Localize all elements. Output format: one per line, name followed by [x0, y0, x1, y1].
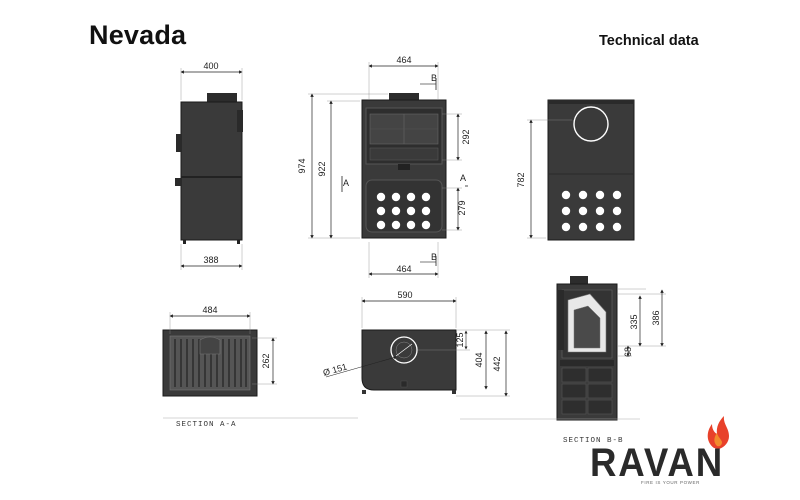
dim-rear-height: 782 [516, 172, 526, 187]
dim-top-depth-total: 442 [492, 356, 502, 371]
section-b-view: 335 386 68 SECTION B-B [460, 276, 666, 445]
section-a-view: 484 262 SECTION A-A [162, 305, 358, 429]
logo-wordmark: RAVAN [590, 441, 724, 485]
front-view: 464 464 974 922 292 279 B B A A [297, 55, 471, 278]
marker-b-top: B [431, 73, 437, 83]
logo-tagline: FIRE IS YOUR POWER [641, 480, 700, 485]
dim-top-flue-offset: 125 [455, 332, 465, 347]
dim-section-b-h2: 386 [651, 310, 661, 325]
dim-section-a-depth: 262 [261, 353, 271, 368]
dim-front-width-top: 464 [396, 55, 411, 65]
section-a-label: SECTION A-A [176, 421, 237, 429]
dim-side-depth-bottom: 388 [203, 255, 218, 265]
dim-front-width-bottom: 464 [396, 264, 411, 274]
dim-front-store-height: 279 [457, 200, 467, 215]
flame-icon [707, 416, 729, 449]
dim-section-a-width: 484 [202, 305, 217, 315]
page-subtitle: Technical data [599, 33, 699, 49]
dim-section-b-h1: 335 [629, 314, 639, 329]
marker-a-right: A [460, 173, 466, 183]
dim-front-height-body: 922 [317, 161, 327, 176]
section-b-label: SECTION B-B [563, 437, 624, 445]
page-title: Nevada [89, 20, 187, 50]
rear-view: 782 [516, 99, 635, 241]
dim-front-height-total: 974 [297, 158, 307, 173]
top-view: 590 Ø 151 125 404 442 [322, 290, 510, 397]
dim-top-width: 590 [397, 290, 412, 300]
side-view: 400 388 [175, 61, 243, 270]
marker-a-left: A [343, 178, 349, 188]
marker-b-bottom: B [431, 252, 437, 262]
dim-top-flue-diameter: Ø 151 [322, 362, 348, 378]
dim-section-b-h3: 68 [623, 347, 633, 357]
dim-front-door-height: 292 [461, 129, 471, 144]
ravan-logo: RAVAN FIRE IS YOUR POWER [590, 416, 729, 485]
dim-side-depth-top: 400 [203, 61, 218, 71]
dim-top-depth: 404 [474, 352, 484, 367]
